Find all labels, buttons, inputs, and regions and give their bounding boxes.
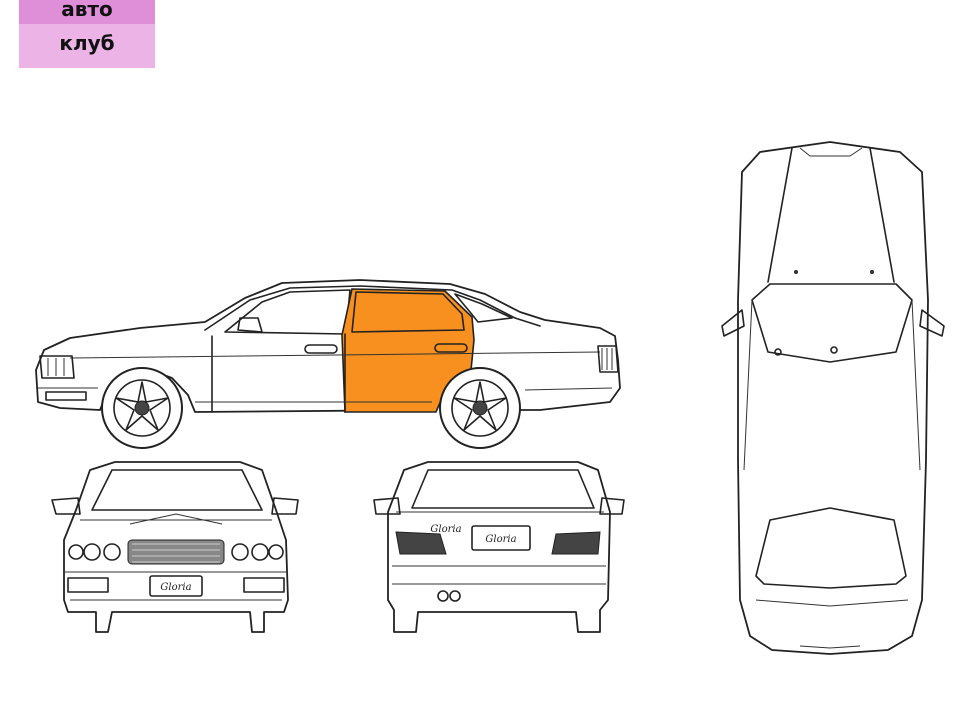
rear-view: Gloria Gloria: [373, 461, 625, 633]
front-badge: Gloria: [160, 582, 191, 593]
side-view: [35, 279, 621, 449]
rear-wheel: [439, 367, 521, 449]
club-logo: авто клуб: [19, 0, 155, 68]
rear-plate-badge: Gloria: [485, 534, 516, 545]
rear-script-badge: Gloria: [430, 524, 461, 535]
logo-text-line2: клуб: [59, 31, 115, 55]
top-view: [721, 141, 945, 655]
front-wheel: [101, 367, 183, 449]
logo-text-line1: авто: [61, 0, 113, 21]
front-view: Gloria: [51, 461, 299, 633]
